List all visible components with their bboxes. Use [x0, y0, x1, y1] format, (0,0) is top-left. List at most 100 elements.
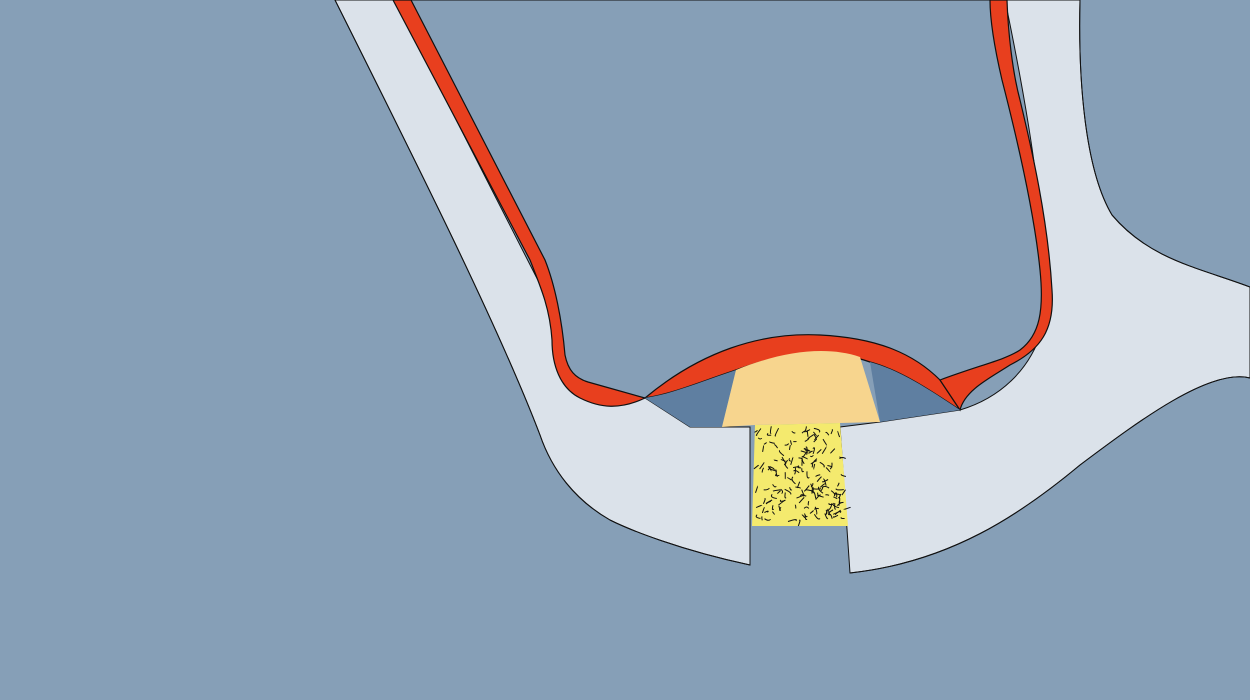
speckle-mark — [832, 510, 842, 515]
speckle-mark — [769, 466, 775, 471]
speckle-mark — [765, 500, 772, 505]
speckle-texture — [753, 426, 851, 527]
speckle-mark — [800, 450, 809, 454]
speckle-mark — [769, 441, 775, 444]
speckle-mark — [780, 458, 786, 462]
speckle-mark — [764, 518, 771, 521]
speckle-mark — [791, 476, 796, 485]
speckle-mark — [767, 466, 771, 471]
speckle-mark — [820, 486, 824, 492]
outline-left — [334, 0, 751, 566]
speckle-mark — [804, 513, 808, 518]
speckle-mark — [827, 513, 833, 519]
speckle-mark — [810, 483, 813, 492]
speckle-mark — [763, 442, 767, 445]
speckle-mark — [801, 489, 807, 497]
speckle-mark — [759, 462, 765, 470]
speckle-mark — [775, 469, 779, 477]
speckle-mark — [813, 514, 821, 520]
speckle-mark — [819, 483, 826, 488]
speckle-mark — [755, 485, 759, 493]
speckle-mark — [807, 500, 810, 506]
speckle-mark — [805, 429, 811, 433]
speckle-mark — [834, 503, 837, 510]
speckle-mark — [791, 430, 796, 434]
speckle-mark — [797, 519, 801, 527]
speckle-mark — [815, 474, 821, 477]
speckle-mark — [771, 505, 775, 511]
speckle-mark — [790, 440, 793, 446]
speckle-mark — [789, 444, 791, 450]
speckle-mark — [822, 478, 827, 486]
peach-dome-core — [722, 351, 880, 427]
speckle-mark — [753, 464, 759, 470]
speckle-mark — [803, 448, 811, 452]
speckle-mark — [830, 429, 834, 435]
speckle-mark — [784, 492, 787, 499]
speckle-mark — [836, 482, 840, 487]
speckle-mark — [803, 485, 810, 492]
speckle-mark — [819, 461, 825, 468]
speckle-mark — [843, 506, 851, 510]
speckle-mark — [804, 438, 810, 442]
speckle-mark — [755, 428, 762, 436]
speckle-mark — [828, 502, 834, 505]
speckle-mark — [763, 487, 770, 491]
speckle-mark — [761, 467, 765, 473]
speckle-mark — [825, 508, 829, 514]
speckle-mark — [775, 473, 780, 477]
speckle-mark — [809, 510, 814, 514]
speckle-mark — [784, 462, 789, 469]
speckle-mark — [799, 494, 805, 497]
speckle-mark — [825, 431, 830, 436]
speckle-mark — [801, 455, 808, 460]
speckle-mark — [805, 446, 808, 455]
speckle-mark — [754, 430, 758, 433]
speckle-mark — [811, 462, 814, 468]
outline-right-top — [1079, 0, 1250, 288]
speckle-mark — [830, 490, 836, 497]
speckle-mark — [832, 514, 839, 518]
speckle-mark — [796, 481, 801, 489]
speckle-mark — [839, 456, 844, 459]
speckle-mark — [835, 488, 844, 491]
speckle-mark — [834, 492, 838, 498]
speckle-mark — [801, 468, 805, 473]
speckle-mark — [787, 477, 793, 481]
speckle-mark — [772, 511, 775, 515]
speckle-mark — [812, 486, 822, 490]
speckle-mark — [798, 497, 805, 504]
speckle-mark — [757, 437, 763, 440]
speckle-mark — [816, 449, 822, 454]
red-lining-left — [392, 0, 647, 407]
speckle-mark — [834, 493, 841, 497]
speckle-mark — [761, 506, 765, 514]
outline-right — [849, 376, 1250, 574]
speckle-mark — [827, 509, 831, 516]
speckle-mark — [832, 502, 840, 509]
speckle-mark — [814, 434, 820, 441]
yellow-speckled-plug — [752, 423, 848, 526]
blue-fluid-region — [645, 370, 736, 427]
speckle-mark — [787, 519, 797, 522]
speckle-mark — [779, 506, 782, 511]
speckle-mark — [818, 486, 824, 494]
speckle-mark — [772, 489, 781, 492]
speckle-mark — [778, 499, 786, 506]
speckle-mark — [810, 482, 814, 488]
speckle-mark — [795, 486, 801, 489]
speckle-mark — [840, 516, 845, 520]
speckle-mark — [773, 459, 778, 462]
speckle-mark — [776, 490, 782, 494]
speckle-mark — [801, 430, 806, 434]
speckle-mark — [794, 467, 796, 475]
speckle-mark — [784, 488, 792, 495]
speckle-mark — [788, 458, 791, 462]
speckle-mark — [822, 438, 828, 446]
speckle-mark — [796, 494, 804, 499]
speckle-mark — [789, 487, 793, 491]
speckle-mark — [813, 439, 817, 443]
speckle-mark — [755, 514, 761, 519]
speckle-mark — [810, 460, 817, 465]
speckle-mark — [808, 450, 813, 454]
